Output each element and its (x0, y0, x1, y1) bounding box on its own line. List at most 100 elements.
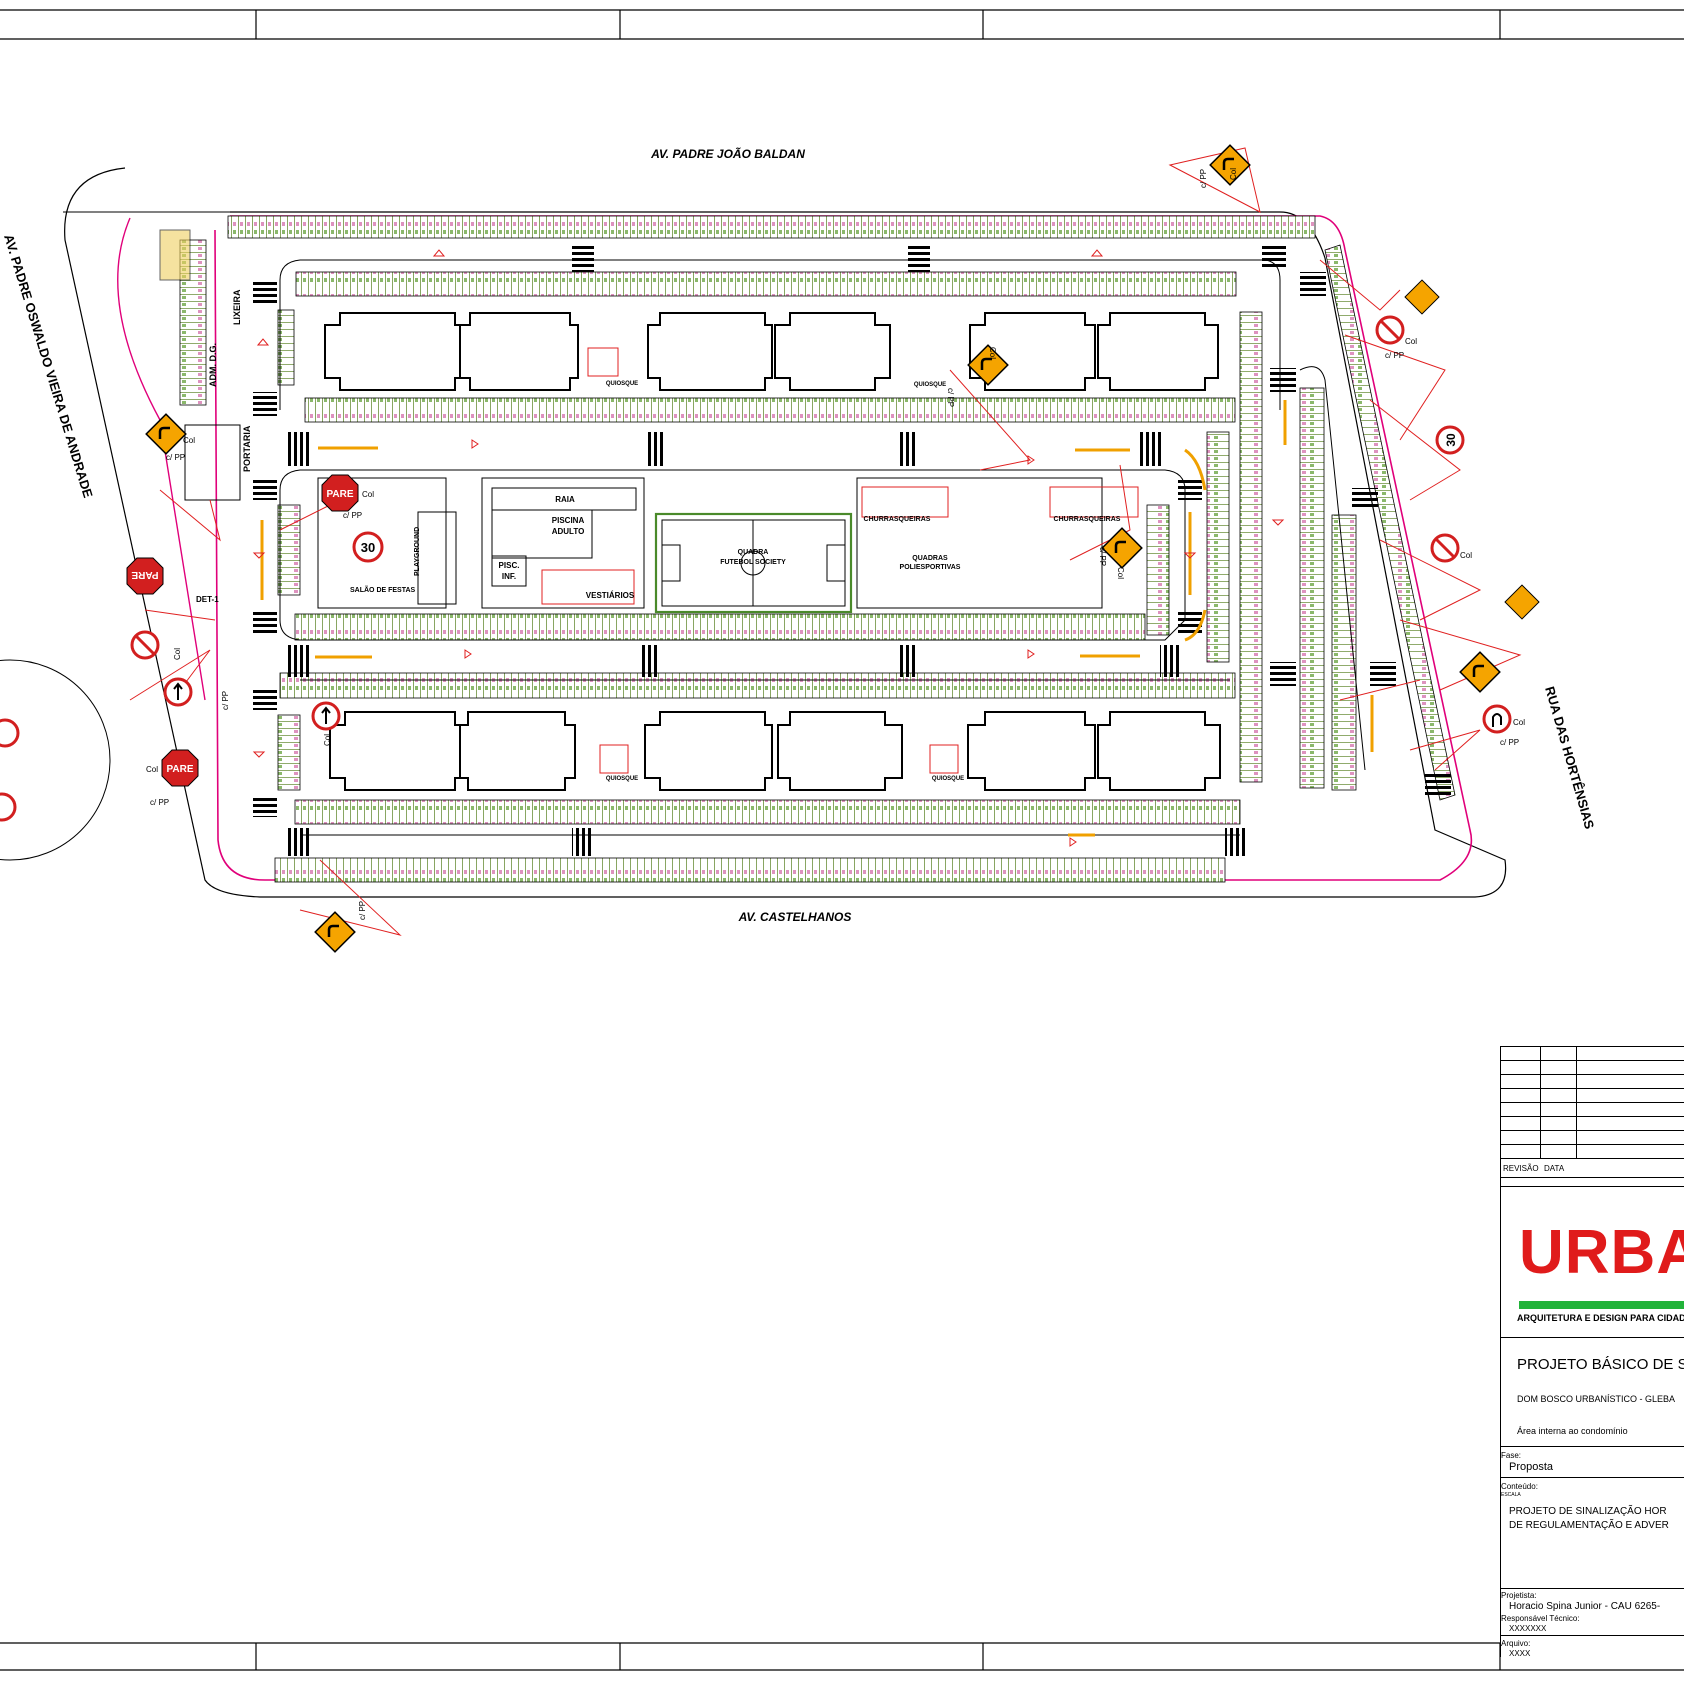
label-det: DET-1 (196, 595, 219, 604)
resp-label: Responsável Técnico: (1501, 1614, 1580, 1623)
revisao-label: REVISÃO (1503, 1164, 1539, 1173)
logo-area: URBA ARQUITETURA E DESIGN PARA CIDADES (1501, 1187, 1684, 1338)
street-north: AV. PADRE JOÃO BALDAN (650, 146, 805, 161)
u-turn-icon (1482, 704, 1512, 734)
no-turn-icon (1430, 533, 1460, 563)
stop-sign-icon: PARE (126, 557, 164, 595)
sign-note-col: Col (183, 436, 195, 445)
parking-rows (179, 215, 1456, 883)
project-section: PROJETO BÁSICO DE SIN DOM BOSCO URBANÍST… (1501, 1338, 1684, 1447)
area-labels: LIXEIRA ADM. D.G. PORTARIA PLAYGROUND SA… (196, 289, 1121, 782)
warning-curve-icon (314, 911, 356, 953)
conteudo-label: Conteúdo: (1501, 1482, 1538, 1491)
speed-limit-text: 30 (1444, 433, 1458, 447)
street-south: AV. CASTELHANOS (738, 910, 852, 924)
title-block: REVISÃO DATA URBA ARQUITETURA E DESIGN P… (1500, 1046, 1684, 1657)
sign-note-cpp: c/ PP (150, 798, 169, 807)
arquivo-value: XXXX (1509, 1649, 1531, 1657)
fase-value: Proposta (1509, 1461, 1554, 1473)
sheet-frame (0, 9, 1684, 1671)
label-pisc-inf-1: PISC. (499, 561, 520, 570)
sign-note-cpp: c/ PP (166, 453, 185, 462)
yield-markers (252, 249, 1285, 847)
speed-limit-text: 30 (361, 540, 375, 555)
pedestrian-warning-icon (1504, 584, 1540, 620)
data-label: DATA (1544, 1164, 1565, 1173)
label-quiosque-4: QUIOSQUE (932, 776, 964, 782)
label-adm: ADM. D.G. (208, 343, 218, 387)
pedestrian-warning-icon (1404, 279, 1440, 315)
sign-note-col: Col (173, 648, 182, 660)
warning-signs (145, 144, 1540, 953)
sign-note-cpp: c/ PP (1098, 547, 1107, 566)
conteudo-section: Conteúdo: ESCALA PROJETO DE SINALIZAÇÃO … (1501, 1478, 1684, 1589)
revision-row (1501, 1089, 1684, 1103)
label-poli-1: QUADRAS (912, 555, 948, 562)
revision-row (1501, 1103, 1684, 1117)
conteudo-line-2: DE REGULAMENTAÇÃO E ADVER (1509, 1520, 1669, 1531)
sign-note-col: Col (146, 765, 158, 774)
one-way-up-icon (311, 701, 341, 731)
label-quiosque-1: QUIOSQUE (606, 381, 638, 387)
area-note: Área interna ao condomínio (1517, 1426, 1628, 1436)
credits-divider (1501, 1635, 1684, 1636)
label-pisc-inf-2: INF. (502, 572, 516, 581)
label-quadra-1: QUADRA (738, 549, 769, 556)
stop-sign-icon: PARE (161, 749, 199, 787)
warning-curve-icon (1209, 144, 1251, 186)
warning-curve-icon (1459, 651, 1501, 693)
stop-sign-text: PARE (166, 764, 193, 775)
credits-section: Projetista: Horacio Spina Junior - CAU 6… (1501, 1589, 1684, 1657)
no-turn-icon (1375, 315, 1405, 345)
sign-note-col: Col (323, 734, 332, 746)
building-blocks (324, 312, 1221, 791)
label-vestiarios: VESTIÁRIOS (586, 591, 635, 600)
company-logo: URBA (1519, 1218, 1684, 1287)
sign-note-col: Col (1229, 168, 1238, 180)
conteudo-line-1: PROJETO DE SINALIZAÇÃO HOR (1509, 1506, 1667, 1517)
warning-curve-icon (1101, 527, 1143, 569)
lane-markings (260, 400, 1374, 837)
speed-limit-icon: 30 (1435, 425, 1465, 455)
sign-note-col: Col (1116, 567, 1125, 579)
logo-subtitle: ARQUITETURA E DESIGN PARA CIDADES (1517, 1313, 1684, 1323)
label-quiosque-3: QUIOSQUE (606, 776, 638, 782)
arquivo-label: Arquivo: (1501, 1639, 1531, 1648)
label-quadra-2: FUTEBOL SOCIETY (720, 559, 786, 566)
logo-green-bar (1519, 1301, 1684, 1309)
sign-note-col: Col (1460, 551, 1472, 560)
warning-curve-icon (145, 413, 187, 455)
fase-label: Fase: (1501, 1451, 1522, 1460)
crosswalks (253, 244, 1451, 856)
revision-row (1501, 1131, 1684, 1145)
projetista-value: Horacio Spina Junior - CAU 6265- (1509, 1601, 1661, 1612)
label-poli-2: POLIESPORTIVAS (900, 564, 961, 571)
project-title: PROJETO BÁSICO DE SIN (1517, 1356, 1684, 1373)
no-turn-icon (130, 630, 160, 660)
regulatory-signs: PARE PARE PARE 30 30 (0, 315, 1512, 822)
label-playground: PLAYGROUND (414, 527, 421, 576)
no-entry-icon (0, 718, 20, 748)
sign-note-cpp: c/ PP (1500, 738, 1519, 747)
sign-note-col: Col (362, 490, 374, 499)
projetista-label: Projetista: (1501, 1591, 1537, 1600)
sign-notes: Col c/ PP Col c/ PP Col c/ PP Col c/ PP … (146, 168, 1525, 920)
escala-label: ESCALA (1501, 1492, 1521, 1498)
sign-sight-lines (129, 147, 1522, 936)
revision-row (1501, 1117, 1684, 1131)
no-entry-icon (0, 792, 17, 822)
street-east: RUA DAS HORTÊNSIAS (1542, 685, 1597, 831)
street-west: AV. PADRE OSWALDO VIEIRA DE ANDRADE (1, 232, 96, 499)
project-subtitle: DOM BOSCO URBANÍSTICO - GLEBA (1517, 1394, 1676, 1404)
sign-note-cpp: c/ PP (343, 511, 362, 520)
revision-row (1501, 1047, 1684, 1061)
resp-value: XXXXXXX (1509, 1624, 1547, 1633)
speed-limit-icon: 30 (352, 531, 384, 563)
label-salao: SALÃO DE FESTAS (350, 585, 416, 594)
label-quiosque-2: QUIOSQUE (914, 382, 946, 388)
sign-note-cpp: c/ PP (1385, 351, 1404, 360)
sign-note-cpp: c/ PP (358, 901, 367, 920)
title-spacer (1501, 1178, 1684, 1187)
sign-note-cpp: c/ PP (221, 691, 230, 710)
